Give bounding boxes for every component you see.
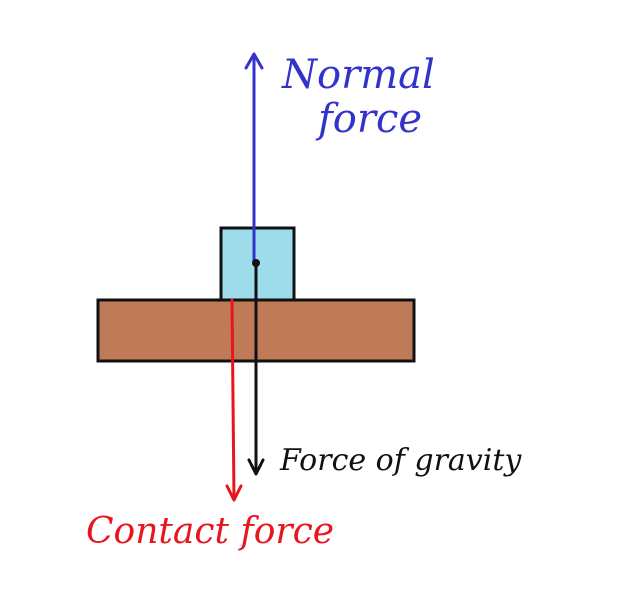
gravity-force-arrow <box>247 260 265 476</box>
normal-force-arrow <box>244 52 264 264</box>
contact-force-arrow <box>225 298 243 502</box>
normal-force-label-line2: force <box>315 96 422 142</box>
center-of-mass-dot <box>252 259 260 267</box>
gravity-force-label: Force of gravity <box>279 443 522 478</box>
normal-force-label-line1: Normal <box>281 52 435 98</box>
contact-force-label: Contact force <box>86 511 334 552</box>
